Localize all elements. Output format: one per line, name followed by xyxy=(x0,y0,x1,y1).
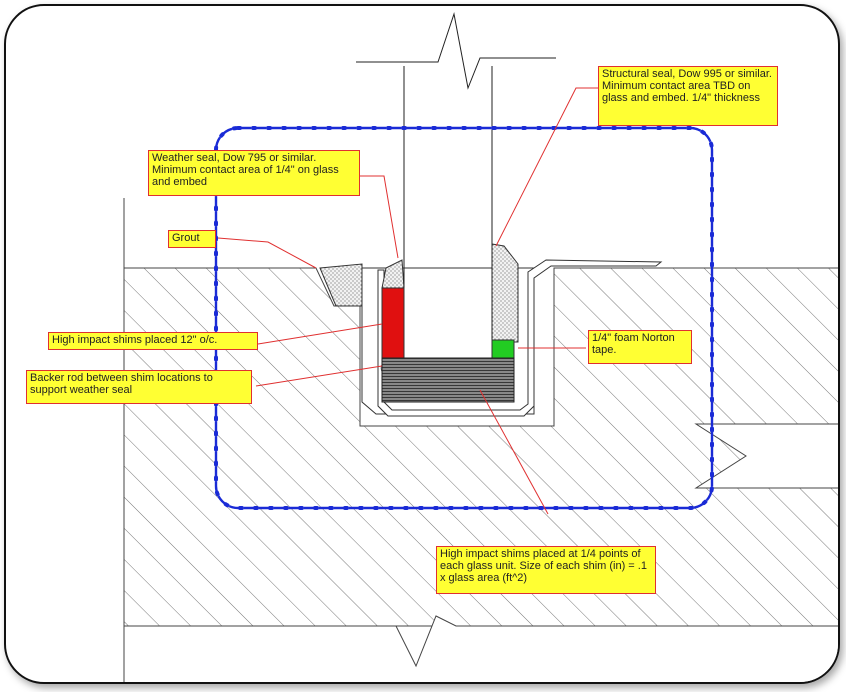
revision-cloud-outline xyxy=(214,126,714,510)
foam-tape-green xyxy=(491,339,515,359)
break-line-bottom xyxy=(123,615,838,682)
weather-seal-cap xyxy=(381,259,405,289)
callout-weather-seal: Weather seal, Dow 795 or similar. Minimu… xyxy=(148,150,360,196)
leader-shims-quarter xyxy=(479,389,549,515)
drawing-frame: Structural seal, Dow 995 or similar. Min… xyxy=(4,4,840,684)
leader-structural-seal xyxy=(495,87,600,247)
leader-shims-12 xyxy=(257,323,383,345)
callout-shims-12: High impact shims placed 12" o/c. xyxy=(48,332,258,350)
weather-seal-red xyxy=(381,287,405,359)
break-line-right xyxy=(694,423,838,489)
callout-foam-tape: 1/4" foam Norton tape. xyxy=(588,330,692,364)
leader-weather-seal xyxy=(354,175,399,259)
callout-structural-seal: Structural seal, Dow 995 or similar. Min… xyxy=(598,66,778,126)
callout-shims-quarter: High impact shims placed at 1/4 points o… xyxy=(436,546,656,594)
callout-grout: Grout xyxy=(168,230,216,248)
structural-seal xyxy=(491,243,519,343)
grout xyxy=(319,263,363,307)
leader-backer-rod xyxy=(255,365,383,387)
leader-grout xyxy=(217,237,317,269)
embed-angle xyxy=(377,259,663,417)
leader-lines xyxy=(217,87,600,515)
glass-break-line xyxy=(356,12,556,90)
callout-backer-rod: Backer rod between shim locations to sup… xyxy=(26,370,252,404)
shim-stack xyxy=(381,357,515,403)
